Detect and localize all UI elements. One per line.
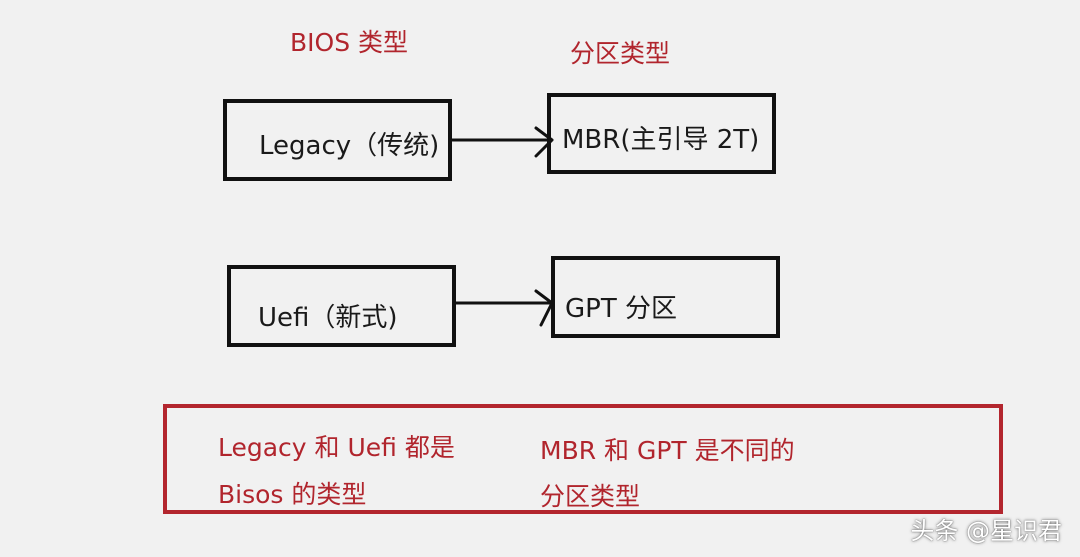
note-right-line1: MBR 和 GPT 是不同的 (540, 436, 795, 465)
note-right-line2: 分区类型 (540, 482, 641, 511)
legacy-label: Legacy（传统) (259, 131, 440, 161)
legacy-box (223, 99, 452, 181)
bios-type-heading: BIOS 类型 (290, 28, 409, 57)
mbr-box (547, 93, 776, 174)
note-left-line2: Bisos 的类型 (218, 480, 367, 509)
gpt-box (551, 256, 780, 338)
uefi-box (227, 265, 456, 347)
mbr-label: MBR(主引导 2T) (562, 125, 760, 155)
gpt-label: GPT 分区 (565, 294, 677, 324)
toutiao-watermark: 头条 @星识君 (910, 517, 1062, 545)
uefi-label: Uefi（新式) (258, 303, 398, 333)
summary-note-frame (163, 404, 1003, 514)
arrow-uefi-to-gpt (454, 289, 554, 327)
arrow-legacy-to-mbr (450, 126, 554, 158)
partition-type-heading: 分区类型 (570, 39, 671, 68)
note-left-line1: Legacy 和 Uefi 都是 (218, 433, 455, 462)
